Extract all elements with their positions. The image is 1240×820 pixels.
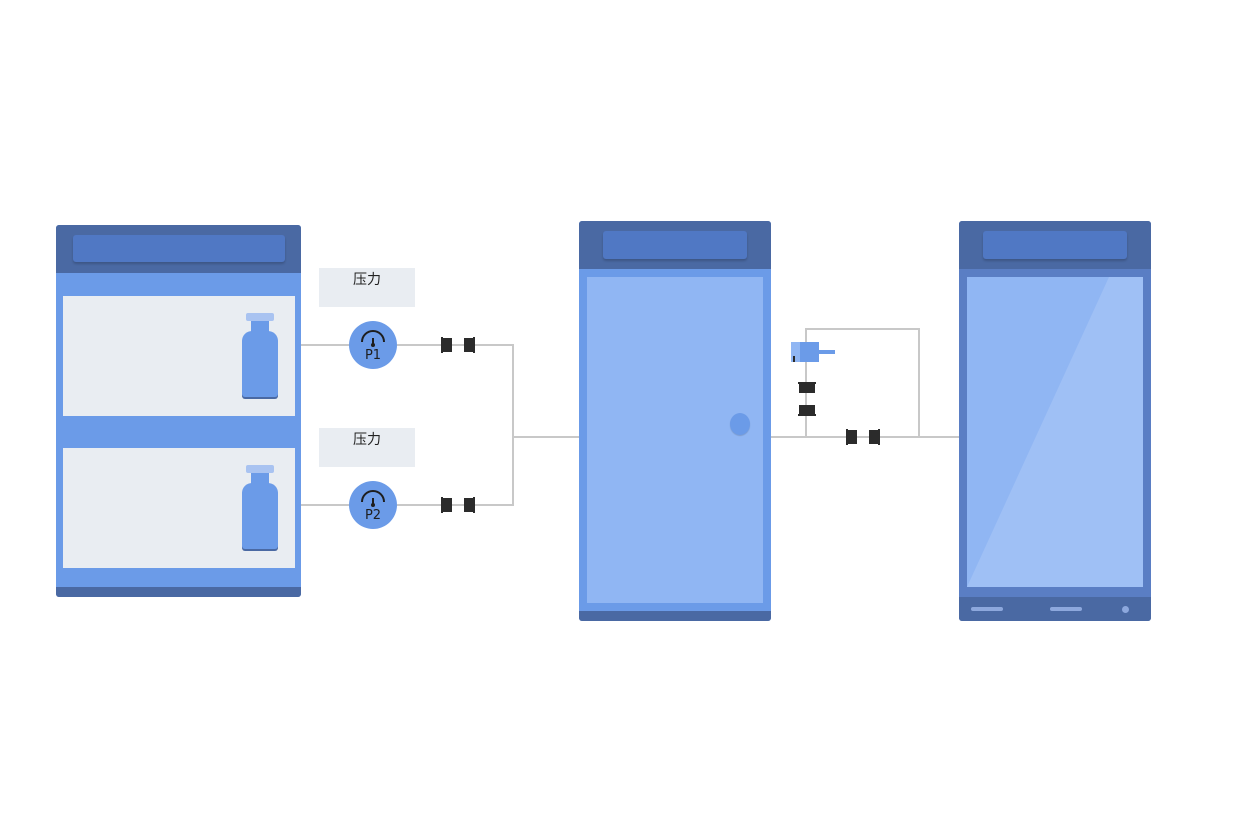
- controller-header-bar: [603, 231, 747, 259]
- monitor-footer: [959, 597, 1151, 621]
- pressure-label-2: 压力: [319, 428, 415, 467]
- gas-cabinet: [56, 225, 301, 597]
- monitor-header: [959, 221, 1151, 269]
- gas-cylinder-icon: [242, 465, 280, 551]
- pressure-gauge-icon: [361, 330, 385, 347]
- controller-footer: [579, 611, 771, 621]
- pressure-label-1: 压力: [319, 268, 415, 307]
- cabinet-compartment-2: [63, 448, 295, 568]
- valve-icon: [441, 337, 475, 353]
- cabinet-header-bar: [73, 235, 285, 262]
- controller-header: [579, 221, 771, 269]
- valve-icon: [798, 382, 816, 416]
- pressure-gauge-p2: P2: [349, 481, 397, 529]
- valve-icon: [846, 429, 880, 445]
- monitor-footer-bar-left: [971, 607, 1003, 611]
- plug-icon: [791, 342, 835, 362]
- cabinet-header: [56, 225, 301, 273]
- cabinet-compartment-1: [63, 296, 295, 416]
- valve-icon: [441, 497, 475, 513]
- cabinet-footer: [56, 587, 301, 597]
- controller-panel: [587, 277, 763, 603]
- gas-cylinder-icon: [242, 313, 280, 399]
- screen-glare: [967, 277, 1143, 587]
- pressure-gauge-p1: P1: [349, 321, 397, 369]
- controller-knob[interactable]: [730, 413, 750, 435]
- monitor-screen: [967, 277, 1143, 587]
- monitor-footer-dot: [1122, 606, 1129, 613]
- pressure-gauge-icon: [361, 490, 385, 507]
- monitor-header-bar: [983, 231, 1127, 259]
- monitor-unit: [959, 221, 1151, 621]
- monitor-footer-bar-middle: [1050, 607, 1082, 611]
- gauge-label-p2: P2: [364, 508, 382, 523]
- gauge-label-p1: P1: [364, 348, 382, 363]
- controller-unit: [579, 221, 771, 621]
